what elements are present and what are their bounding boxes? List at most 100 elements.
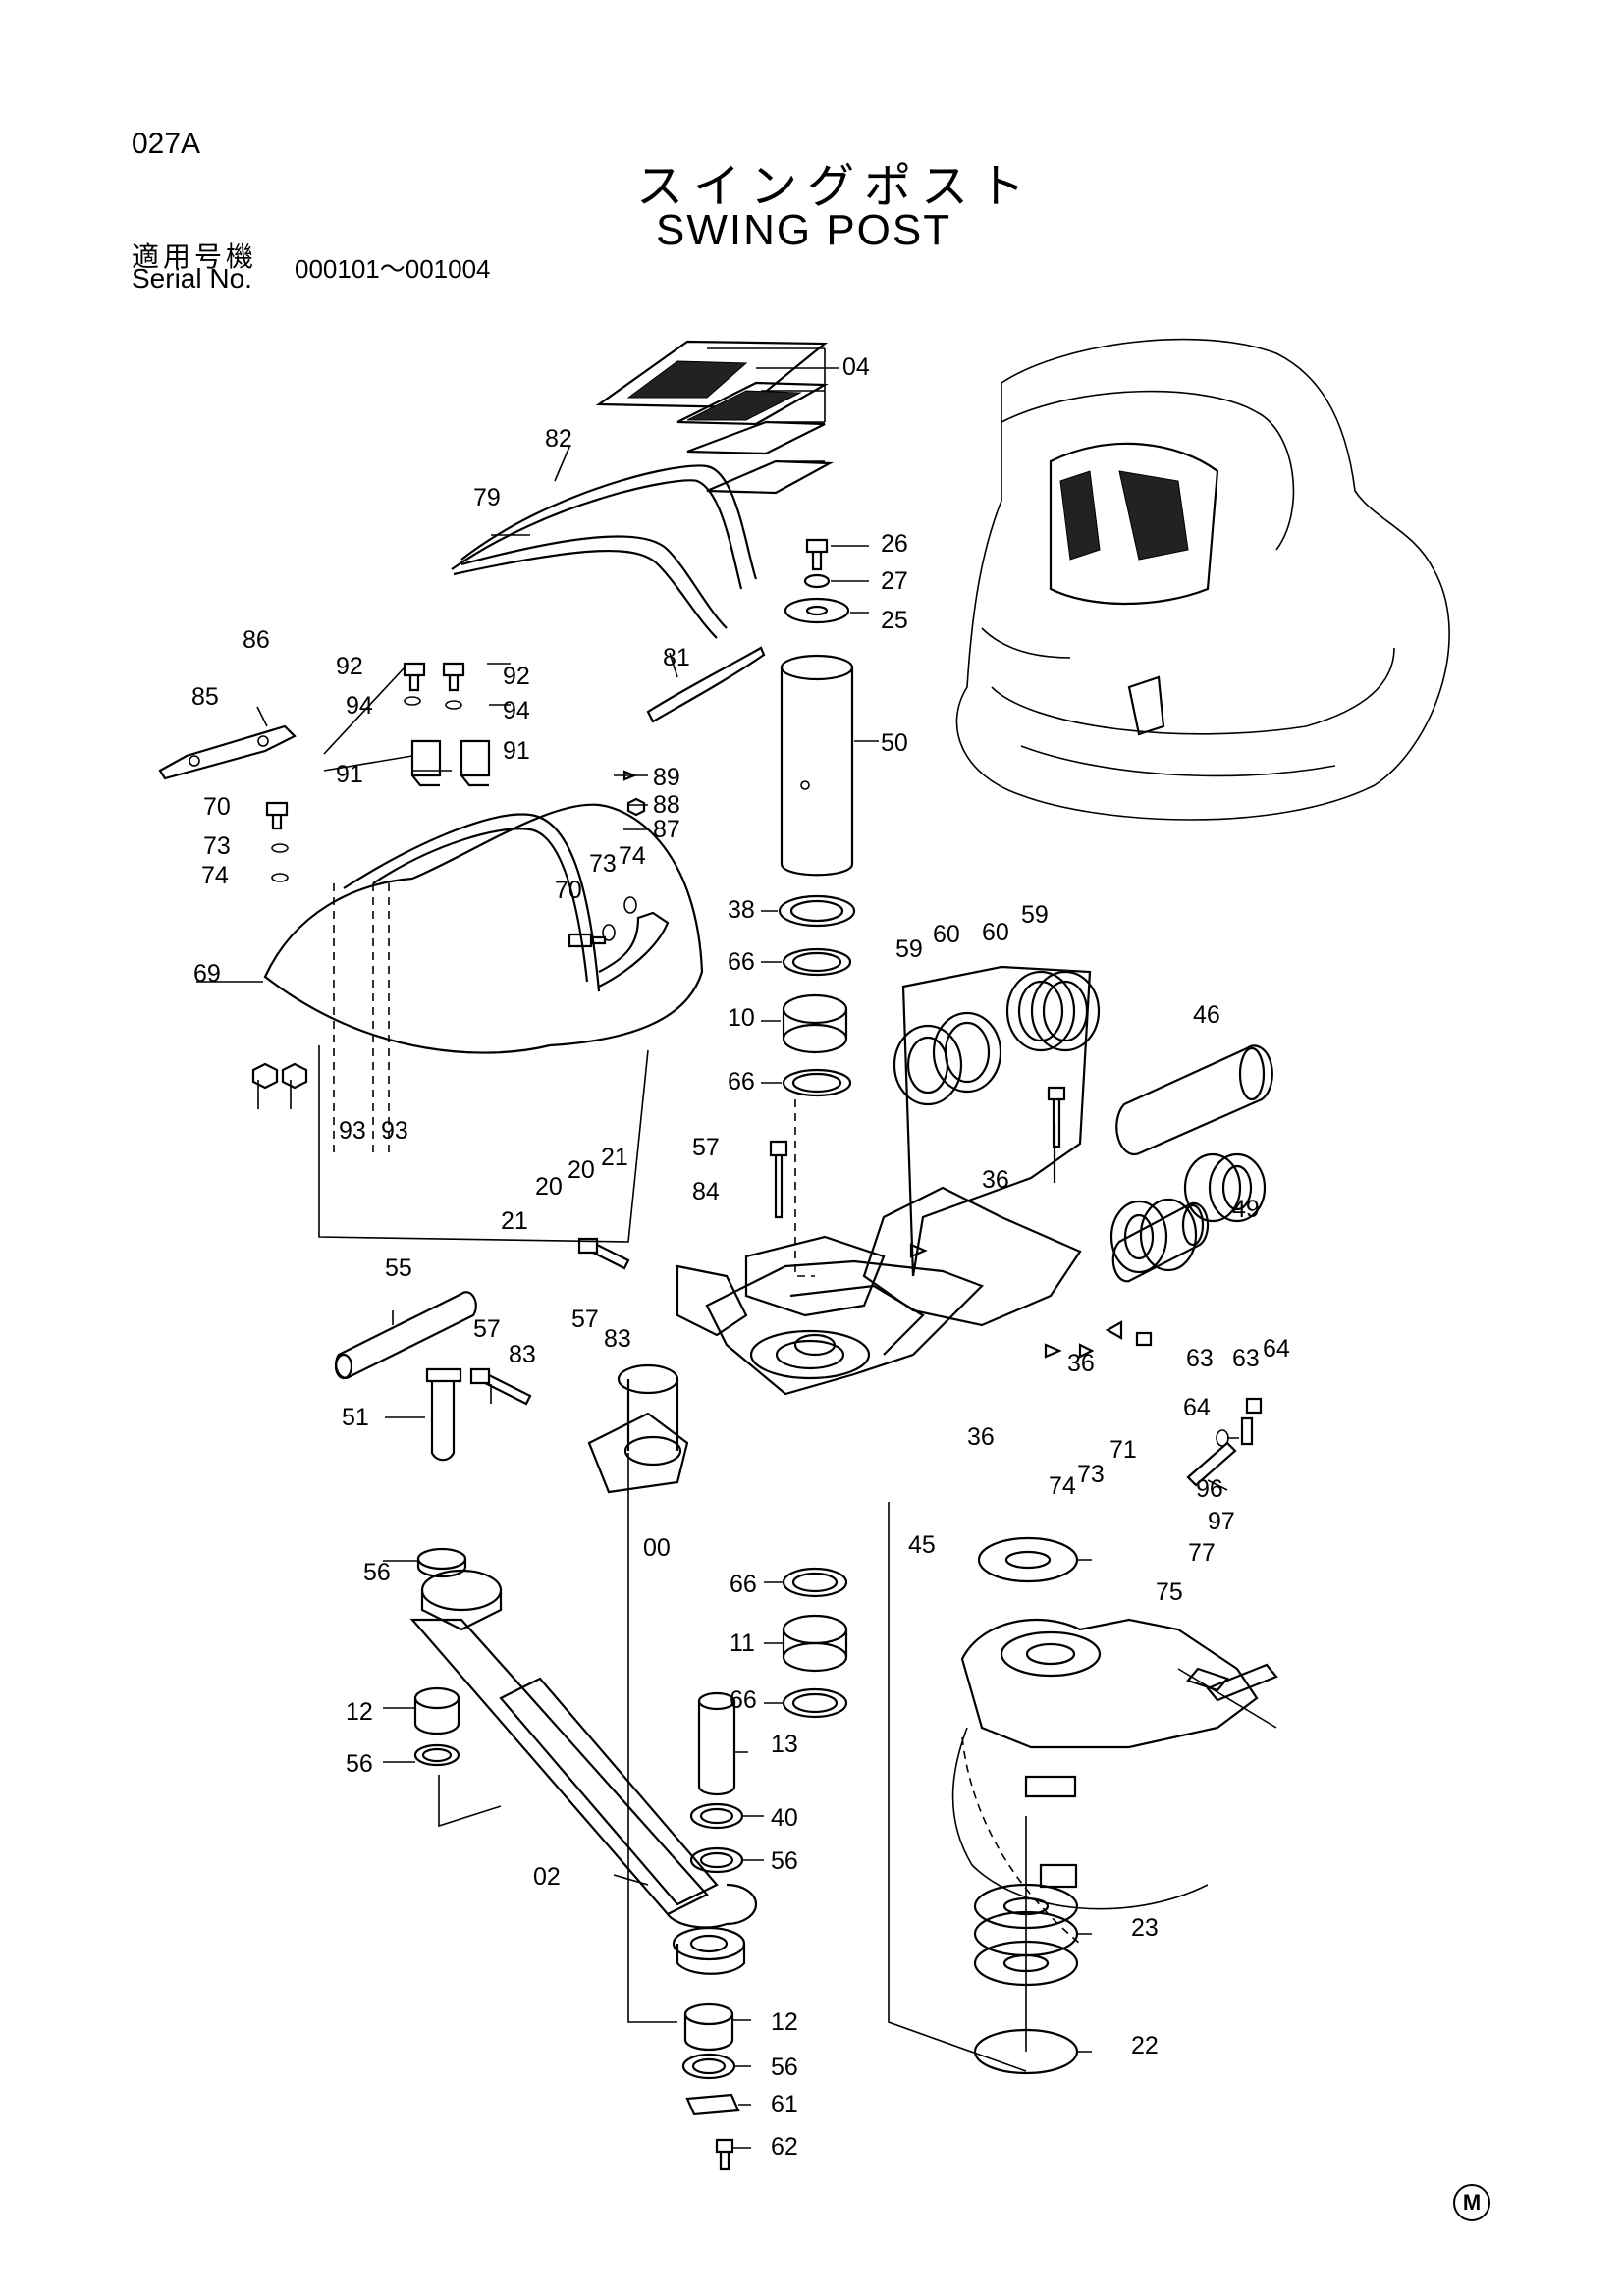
callout-36: 36 (982, 1166, 1009, 1194)
bushing-stack-lower (627, 1453, 1027, 2171)
callout-66: 66 (730, 1571, 757, 1598)
bushing-stack-upper (761, 894, 856, 1277)
base-frame-context (951, 1618, 1278, 1945)
callout-56: 56 (363, 1559, 391, 1586)
serial-label-japanese: 適用号機 (132, 240, 258, 273)
callout-66: 66 (728, 948, 755, 976)
callout-51: 51 (342, 1404, 369, 1431)
callout-38: 38 (728, 896, 755, 924)
callout-73: 73 (203, 832, 231, 860)
callout-92: 92 (336, 653, 363, 680)
callout-20: 20 (535, 1173, 563, 1201)
callout-50: 50 (881, 729, 908, 757)
callout-83: 83 (604, 1325, 631, 1353)
callout-70: 70 (555, 877, 582, 904)
callout-49: 49 (1232, 1196, 1260, 1223)
callout-21: 21 (601, 1144, 628, 1171)
callout-04: 04 (842, 353, 870, 381)
cover-assembly (158, 662, 704, 1243)
callout-22: 22 (1131, 2032, 1159, 2059)
callout-89: 89 (653, 764, 680, 791)
callout-10: 10 (728, 1004, 755, 1032)
page-title: SWING POST (656, 206, 952, 254)
callout-63: 63 (1232, 1345, 1260, 1372)
callout-74: 74 (1049, 1472, 1076, 1500)
callout-21: 21 (501, 1207, 528, 1235)
serial-range: 000101～001004 (295, 254, 491, 284)
callout-84: 84 (692, 1178, 720, 1205)
thrust-washer-stack (973, 1536, 1092, 2075)
callout-92: 92 (503, 663, 530, 690)
callout-56: 56 (771, 1847, 798, 1875)
callout-74: 74 (619, 842, 646, 870)
callout-97: 97 (1208, 1508, 1235, 1535)
circled-m-mark: M (1453, 2184, 1490, 2221)
callout-56: 56 (771, 2054, 798, 2081)
callout-56: 56 (346, 1750, 373, 1778)
serial-label: Serial No. (132, 263, 252, 294)
callout-11: 11 (730, 1629, 755, 1657)
callout-45: 45 (908, 1531, 936, 1559)
callout-26: 26 (881, 530, 908, 558)
callout-85: 85 (191, 683, 219, 711)
callout-64: 64 (1263, 1335, 1290, 1362)
page-code: 027A (132, 128, 201, 160)
callout-12: 12 (771, 2008, 798, 2036)
callout-93: 93 (381, 1117, 408, 1145)
callout-20: 20 (568, 1156, 595, 1184)
callout-59: 59 (895, 935, 923, 963)
callout-88: 88 (653, 791, 680, 819)
decal-set (595, 340, 839, 495)
callout-57: 57 (692, 1134, 720, 1161)
callout-12: 12 (346, 1698, 373, 1726)
callout-94: 94 (346, 692, 373, 720)
callout-75: 75 (1156, 1578, 1183, 1606)
callout-73: 73 (589, 850, 617, 878)
callout-25: 25 (881, 607, 908, 634)
callout-82: 82 (545, 425, 572, 453)
callout-69: 69 (193, 960, 221, 988)
callout-40: 40 (771, 1804, 798, 1832)
swing-cylinder (383, 1547, 758, 1975)
callout-96: 96 (1196, 1475, 1223, 1503)
callout-83: 83 (509, 1341, 536, 1368)
callout-91: 91 (503, 737, 530, 765)
callout-59: 59 (1021, 901, 1049, 929)
callout-79: 79 (473, 484, 501, 511)
callout-46: 46 (1193, 1001, 1220, 1029)
callout-81: 81 (663, 644, 690, 671)
callout-62: 62 (771, 2133, 798, 2161)
callout-66: 66 (728, 1068, 755, 1095)
callout-36: 36 (1067, 1350, 1095, 1377)
callout-60: 60 (933, 921, 960, 948)
callout-36: 36 (967, 1423, 995, 1451)
callout-23: 23 (1131, 1914, 1159, 1942)
callout-02: 02 (533, 1863, 561, 1891)
callout-61: 61 (771, 2091, 798, 2118)
callout-60: 60 (982, 919, 1009, 946)
callout-57: 57 (571, 1306, 599, 1333)
callout-64: 64 (1183, 1394, 1211, 1421)
callout-55: 55 (385, 1255, 412, 1282)
callout-86: 86 (243, 626, 270, 654)
callout-13: 13 (771, 1731, 798, 1758)
callout-77: 77 (1188, 1539, 1216, 1567)
seal-strips (451, 446, 766, 723)
machine-context-outline (955, 338, 1450, 821)
callout-74: 74 (201, 862, 229, 889)
callout-71: 71 (1109, 1436, 1137, 1464)
callout-87: 87 (653, 816, 680, 843)
callout-73: 73 (1077, 1461, 1105, 1488)
callout-57: 57 (473, 1315, 501, 1343)
callout-91: 91 (336, 761, 363, 788)
kingpin-assembly (780, 538, 879, 877)
pins-and-bolts (334, 1140, 928, 1462)
callout-00: 00 (643, 1534, 671, 1562)
page-title-japanese: スイングポスト (636, 159, 1036, 214)
swing-post-bracket (587, 965, 1273, 1494)
callout-93: 93 (339, 1117, 366, 1145)
callout-94: 94 (503, 697, 530, 724)
callout-27: 27 (881, 567, 908, 595)
